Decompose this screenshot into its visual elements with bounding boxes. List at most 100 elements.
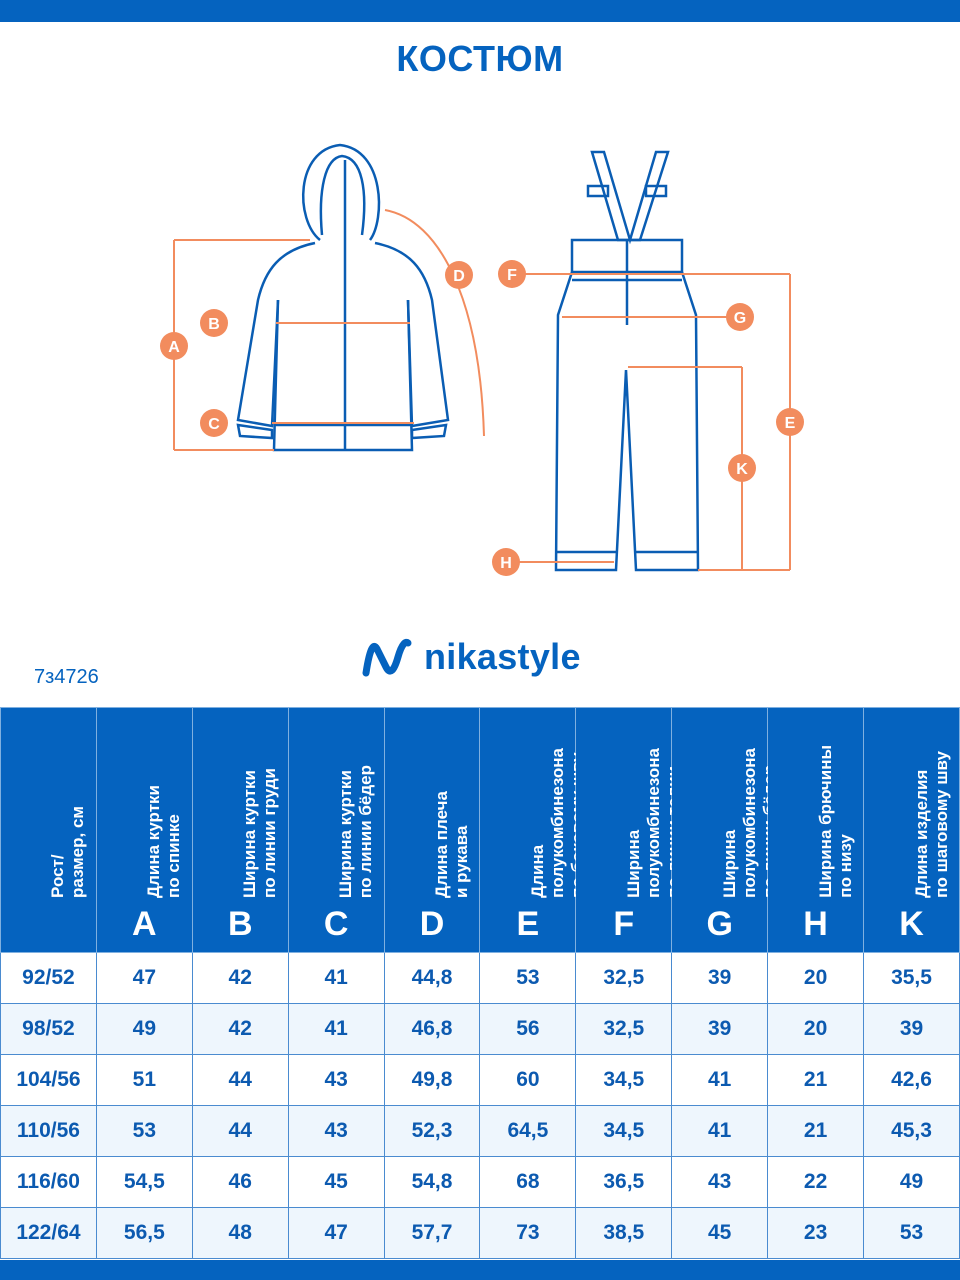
measurement-cell: 60 [479, 1054, 577, 1106]
column-header: Ширина полукомбинезона по линии бёдерG [671, 707, 779, 953]
column-header-text: Ширина куртки по линии груди [240, 767, 280, 898]
svg-text:B: B [208, 316, 220, 333]
measurement-cell: 42 [191, 1003, 289, 1055]
top-bar [0, 0, 960, 22]
column-header-text: Ширина брючины по низу [815, 745, 855, 898]
column-header-text: Длина изделия по шаговому шву [911, 751, 951, 898]
measurement-cell: 44 [191, 1105, 289, 1157]
measurement-cell: 42,6 [863, 1054, 960, 1106]
size-cell: 104/56 [0, 1054, 97, 1106]
column-letter: A [132, 905, 157, 943]
measurement-cell: 49 [95, 1003, 193, 1055]
column-header: Рост/ размер, см [0, 707, 97, 953]
label-d: D [445, 261, 473, 289]
label-f: F [498, 260, 526, 288]
column-header: Ширина полукомбинезона по линии талииF [575, 707, 683, 953]
label-k: K [728, 454, 756, 482]
measurement-cell: 52,3 [383, 1105, 481, 1157]
size-cell: 110/56 [0, 1105, 97, 1157]
measurement-cell: 54,8 [383, 1156, 481, 1208]
measurement-cell: 68 [479, 1156, 577, 1208]
svg-text:K: K [736, 461, 748, 478]
svg-text:G: G [734, 310, 746, 327]
measurement-cell: 49 [863, 1156, 960, 1208]
brand-logo: nikastyle [362, 636, 581, 678]
column-letter: D [419, 905, 445, 943]
size-cell: 122/64 [0, 1207, 97, 1259]
column-letter: F [613, 905, 635, 943]
measurement-cell: 49,8 [383, 1054, 481, 1106]
svg-text:C: C [208, 416, 220, 433]
measurement-cell: 39 [671, 1003, 769, 1055]
measurement-cell: 41 [287, 952, 385, 1004]
measurement-cell: 43 [287, 1054, 385, 1106]
column-letter: E [516, 905, 540, 943]
measurement-cell: 57,7 [383, 1207, 481, 1259]
measurement-cell: 41 [671, 1054, 769, 1106]
measurement-cell: 41 [287, 1003, 385, 1055]
svg-text:A: A [168, 339, 180, 356]
garment-diagram: A B C D F G E K H [160, 143, 804, 576]
measurement-cell: 44 [191, 1054, 289, 1106]
measurement-cell: 54,5 [95, 1156, 193, 1208]
measurement-cell: 32,5 [575, 1003, 673, 1055]
measurement-cell: 73 [479, 1207, 577, 1259]
measurement-cell: 35,5 [863, 952, 960, 1004]
measurement-cell: 64,5 [479, 1105, 577, 1157]
measurement-cell: 20 [767, 952, 865, 1004]
size-cell: 116/60 [0, 1156, 97, 1208]
label-e: E [776, 408, 804, 436]
column-header: Длина полукомбинезона по боковому шву от… [479, 707, 607, 953]
measurement-cell: 46,8 [383, 1003, 481, 1055]
label-g: G [726, 303, 754, 331]
page-title: КОСТЮМ [396, 38, 564, 79]
measurement-cell: 45,3 [863, 1105, 960, 1157]
svg-text:H: H [500, 555, 512, 572]
measurement-cell: 53 [95, 1105, 193, 1157]
label-b: B [200, 309, 228, 337]
column-header-text: Рост/ размер, см [48, 806, 88, 898]
label-c: C [200, 409, 228, 437]
measurement-cell: 41 [671, 1105, 769, 1157]
measurement-cell: 21 [767, 1105, 865, 1157]
column-letter: C [323, 905, 349, 943]
measurement-cell: 53 [863, 1207, 960, 1259]
measurement-cell: 20 [767, 1003, 865, 1055]
label-h: H [492, 548, 520, 576]
measurement-cell: 23 [767, 1207, 865, 1259]
measurement-cell: 32,5 [575, 952, 673, 1004]
measurement-cell: 43 [671, 1156, 769, 1208]
column-letter: B [227, 905, 253, 943]
measurement-cell: 56,5 [95, 1207, 193, 1259]
measurement-cell: 48 [191, 1207, 289, 1259]
measurement-cell: 42 [191, 952, 289, 1004]
overalls-drawing [554, 150, 700, 572]
measurement-cell: 45 [671, 1207, 769, 1259]
label-a: A [160, 332, 188, 360]
measurement-cell: 21 [767, 1054, 865, 1106]
column-header-text: Длина плеча и рукава [432, 790, 471, 898]
measurement-cell: 39 [863, 1003, 960, 1055]
article-number: 7з4726 [34, 666, 99, 688]
measurement-cell: 39 [671, 952, 769, 1004]
measurement-cell: 44,8 [383, 952, 481, 1004]
measurement-cell: 36,5 [575, 1156, 673, 1208]
measurement-cell: 51 [95, 1054, 193, 1106]
measurement-cell: 22 [767, 1156, 865, 1208]
measurement-cell: 34,5 [575, 1105, 673, 1157]
measurement-cell: 38,5 [575, 1207, 673, 1259]
